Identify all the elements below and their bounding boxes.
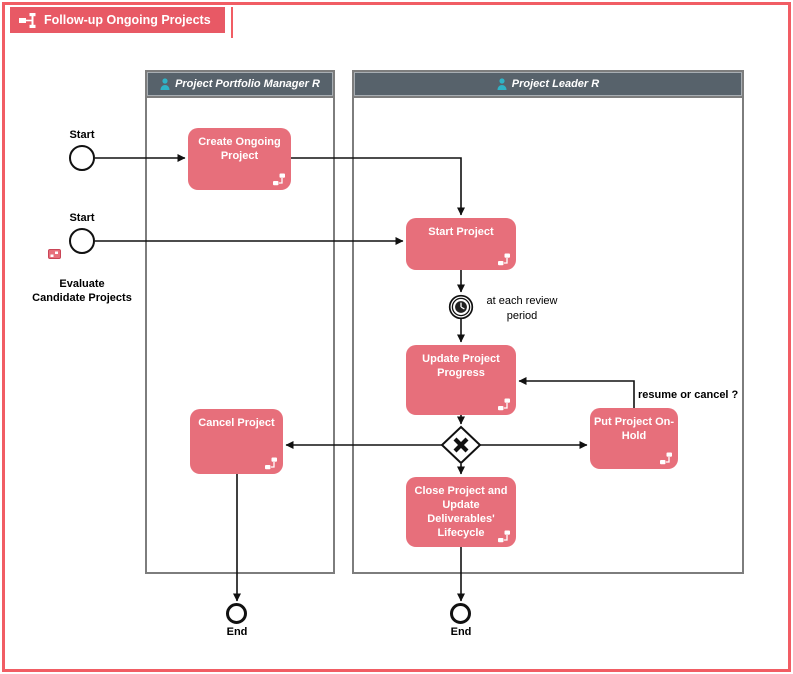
start-event-top[interactable]: [69, 145, 95, 171]
task-label: Start Project: [428, 226, 494, 238]
lane-header-portfolio-manager[interactable]: Project Portfolio Manager R: [147, 72, 333, 98]
task-label: Create Ongoing Project: [198, 136, 281, 162]
loop-annotation: resume or cancel ?: [638, 389, 739, 401]
task-start-project[interactable]: Start Project: [406, 218, 516, 270]
lane-project-portfolio-manager[interactable]: Project Portfolio Manager R: [145, 70, 335, 574]
subprocess-flowchart-icon: [498, 530, 510, 543]
end-event-right[interactable]: [450, 603, 471, 624]
mini-process-icon: [48, 249, 61, 259]
tab-fold-decoration: [231, 7, 233, 38]
task-label: Close Project and Update Deliverables' L…: [414, 485, 508, 539]
person-icon: [497, 78, 507, 90]
task-create-ongoing-project[interactable]: Create Ongoing Project: [188, 128, 291, 190]
lane-title: Project Portfolio Manager R: [175, 78, 320, 90]
evaluate-candidate-projects-ref[interactable]: Evaluate Candidate Projects: [12, 249, 152, 305]
start-event-bottom-label: Start: [69, 212, 95, 224]
task-close-project[interactable]: Close Project and Update Deliverables' L…: [406, 477, 516, 547]
lane-header-project-leader[interactable]: Project Leader R: [354, 72, 742, 98]
end-event-left-label: End: [226, 626, 248, 638]
subprocess-flowchart-icon: [498, 398, 510, 411]
evaluate-ref-label: Evaluate Candidate Projects: [32, 278, 132, 304]
end-event-left[interactable]: [226, 603, 247, 624]
start-event-bottom[interactable]: [69, 228, 95, 254]
task-label: Cancel Project: [198, 417, 275, 429]
end-event-right-label: End: [450, 626, 472, 638]
timer-annotation: at each review period: [486, 295, 558, 322]
task-cancel-project[interactable]: Cancel Project: [190, 409, 283, 474]
flowchart-icon: [19, 12, 36, 28]
task-label: Put Project On-Hold: [593, 416, 675, 442]
subprocess-flowchart-icon: [265, 457, 277, 470]
person-icon: [160, 78, 170, 90]
subprocess-flowchart-icon: [498, 253, 510, 266]
lane-title: Project Leader R: [511, 78, 600, 90]
task-put-project-on-hold[interactable]: Put Project On-Hold: [590, 408, 678, 469]
subprocess-flowchart-icon: [273, 173, 285, 186]
diagram-title-tab[interactable]: Follow-up Ongoing Projects: [10, 7, 225, 33]
task-label: Update Project Progress: [422, 353, 500, 379]
task-update-project-progress[interactable]: Update Project Progress: [406, 345, 516, 415]
subprocess-flowchart-icon: [660, 452, 672, 465]
start-event-top-label: Start: [69, 129, 95, 141]
diagram-title: Follow-up Ongoing Projects: [44, 13, 211, 27]
lane-project-leader[interactable]: Project Leader R: [352, 70, 744, 574]
